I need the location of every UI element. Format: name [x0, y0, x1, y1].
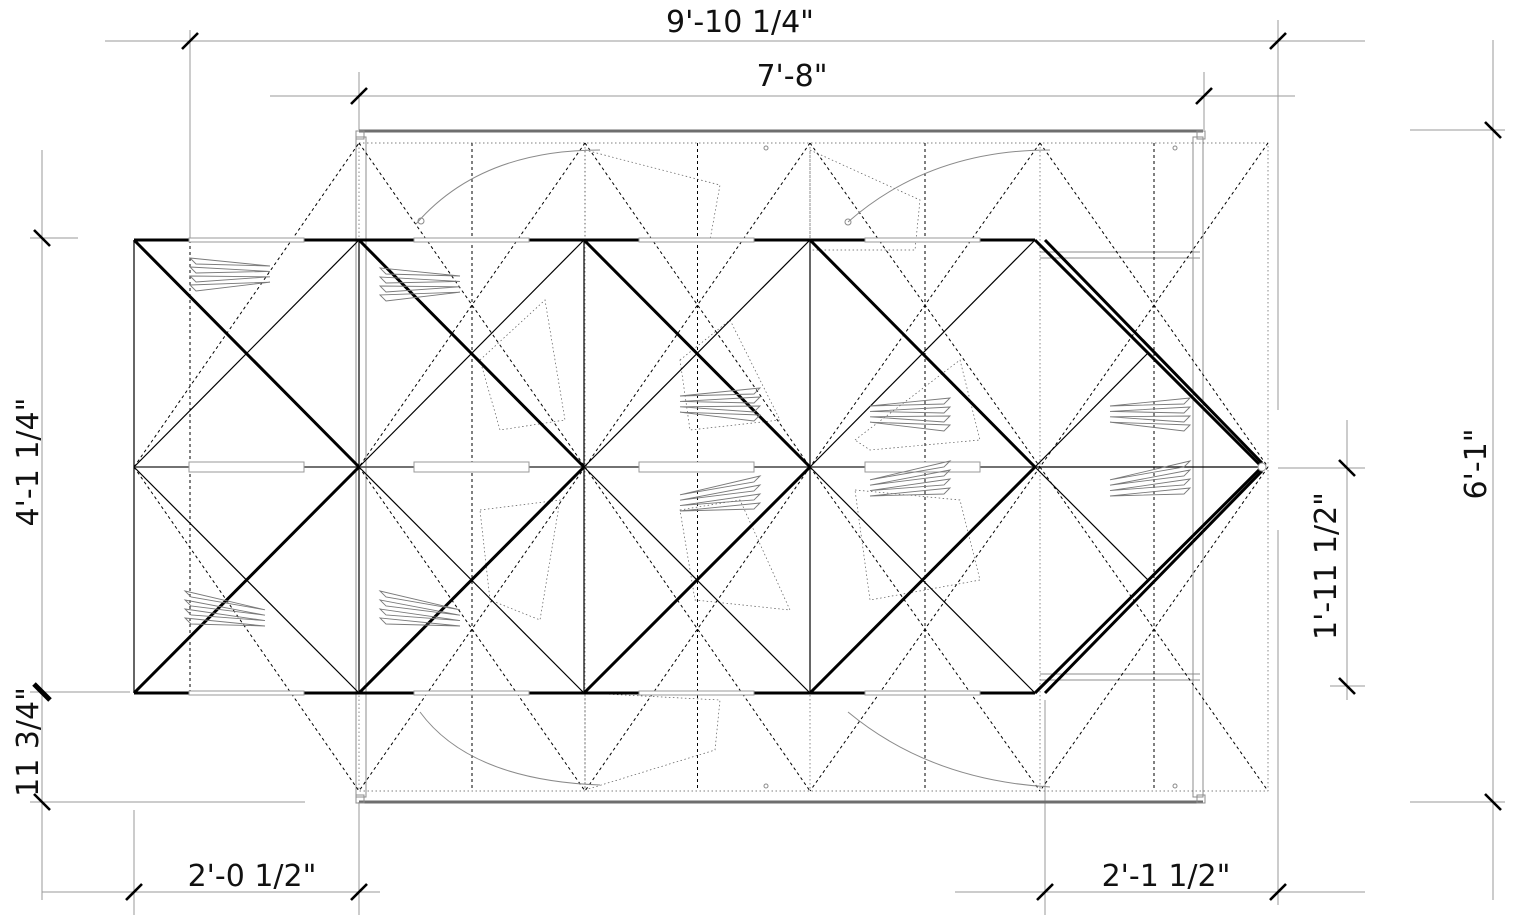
tick-frame-left [350, 87, 368, 105]
tick-overall-height-bottom [1484, 793, 1502, 811]
hinge-strip [638, 237, 755, 243]
chevron-edge [1034, 579, 1149, 694]
perforation-cutout [869, 460, 952, 497]
panel-edge [583, 466, 811, 694]
perforation-cutout [378, 590, 461, 627]
hinge-strip [413, 461, 530, 473]
perforation-cutout [183, 590, 266, 627]
chevron-edge [1034, 239, 1149, 354]
hidden-dashed-layer [133, 142, 1269, 792]
perforation-cutout [188, 257, 271, 292]
hinge-strip [638, 690, 755, 696]
triangular-panel-array [132, 237, 1267, 696]
dim-module-height: 1'-11 1/2" [1309, 492, 1344, 640]
chevron-edge [1043, 469, 1264, 695]
tick-right-overhang-b [1269, 883, 1287, 901]
perforation-cutout [1109, 460, 1192, 497]
hinge-strip [188, 237, 305, 243]
chevron-edge [1043, 238, 1264, 465]
hinge-strip [188, 690, 305, 696]
swing-arcs [415, 145, 1178, 789]
panel-edge [358, 466, 585, 694]
hinge-strip [864, 237, 981, 243]
tick-module-top [1338, 459, 1356, 477]
hidden-diagonal [133, 466, 360, 792]
open-flap-outline [854, 489, 981, 601]
tick-right-overhang-a [1036, 883, 1054, 901]
hinge-strip [864, 690, 981, 696]
open-flap-outline [584, 692, 721, 791]
dim-frame-width: 7'-8" [756, 59, 827, 94]
dim-right-overhang: 2'-1 1/2" [1102, 859, 1231, 894]
hinge-strip [864, 461, 981, 473]
open-flap-outline [854, 359, 981, 451]
hinge-strip [413, 690, 530, 696]
hinge-strip [188, 461, 305, 473]
panel-edge [583, 239, 811, 468]
perforation-cutout [869, 397, 952, 432]
perforation-cutout [1109, 397, 1192, 432]
tick-left-overhang-a [125, 883, 143, 901]
perforation-cutout [679, 387, 762, 422]
open-flap-outline [679, 499, 791, 611]
dim-bottom-offset: 11 3/4" [11, 687, 46, 797]
hidden-diagonal [133, 142, 360, 468]
tick-overall-right [1269, 32, 1287, 50]
tick-panel-top [33, 229, 51, 247]
tick-overall-left [181, 32, 199, 50]
tick-frame-right [1195, 87, 1213, 105]
dim-overall-width: 9'-10 1/4" [666, 5, 814, 40]
perforation-cutout [378, 267, 461, 302]
dimension-labels: 9'-10 1/4" 7'-8" 4'-1 1/4" 11 3/4" 6'-1"… [11, 5, 1494, 894]
open-flap-outline [809, 149, 921, 251]
dimension-lines [30, 20, 1505, 915]
tick-panel-bottom [32, 682, 52, 702]
tick-bottom-offset [33, 793, 51, 811]
panel-edge [358, 239, 585, 468]
hinge-strip [413, 237, 530, 243]
pivot-point [1257, 462, 1267, 472]
perforation-cutout [679, 475, 762, 512]
dim-overall-height: 6'-1" [1459, 428, 1494, 499]
panel-edge [809, 239, 1036, 468]
dim-left-overhang: 2'-0 1/2" [188, 859, 317, 894]
panel-edge [133, 239, 360, 468]
tick-left-overhang-b [350, 883, 368, 901]
open-flap-outline [479, 299, 566, 431]
dim-panel-height: 4'-1 1/4" [11, 398, 46, 527]
open-flap-outline [584, 149, 721, 241]
tick-overall-height-top [1484, 121, 1502, 139]
panel-edge [809, 466, 1036, 694]
tick-module-bottom [1338, 677, 1356, 695]
panel-edge [133, 466, 360, 694]
hinge-strip [638, 461, 755, 473]
chevron-edge [1034, 466, 1149, 581]
chevron-edge [1034, 352, 1149, 468]
